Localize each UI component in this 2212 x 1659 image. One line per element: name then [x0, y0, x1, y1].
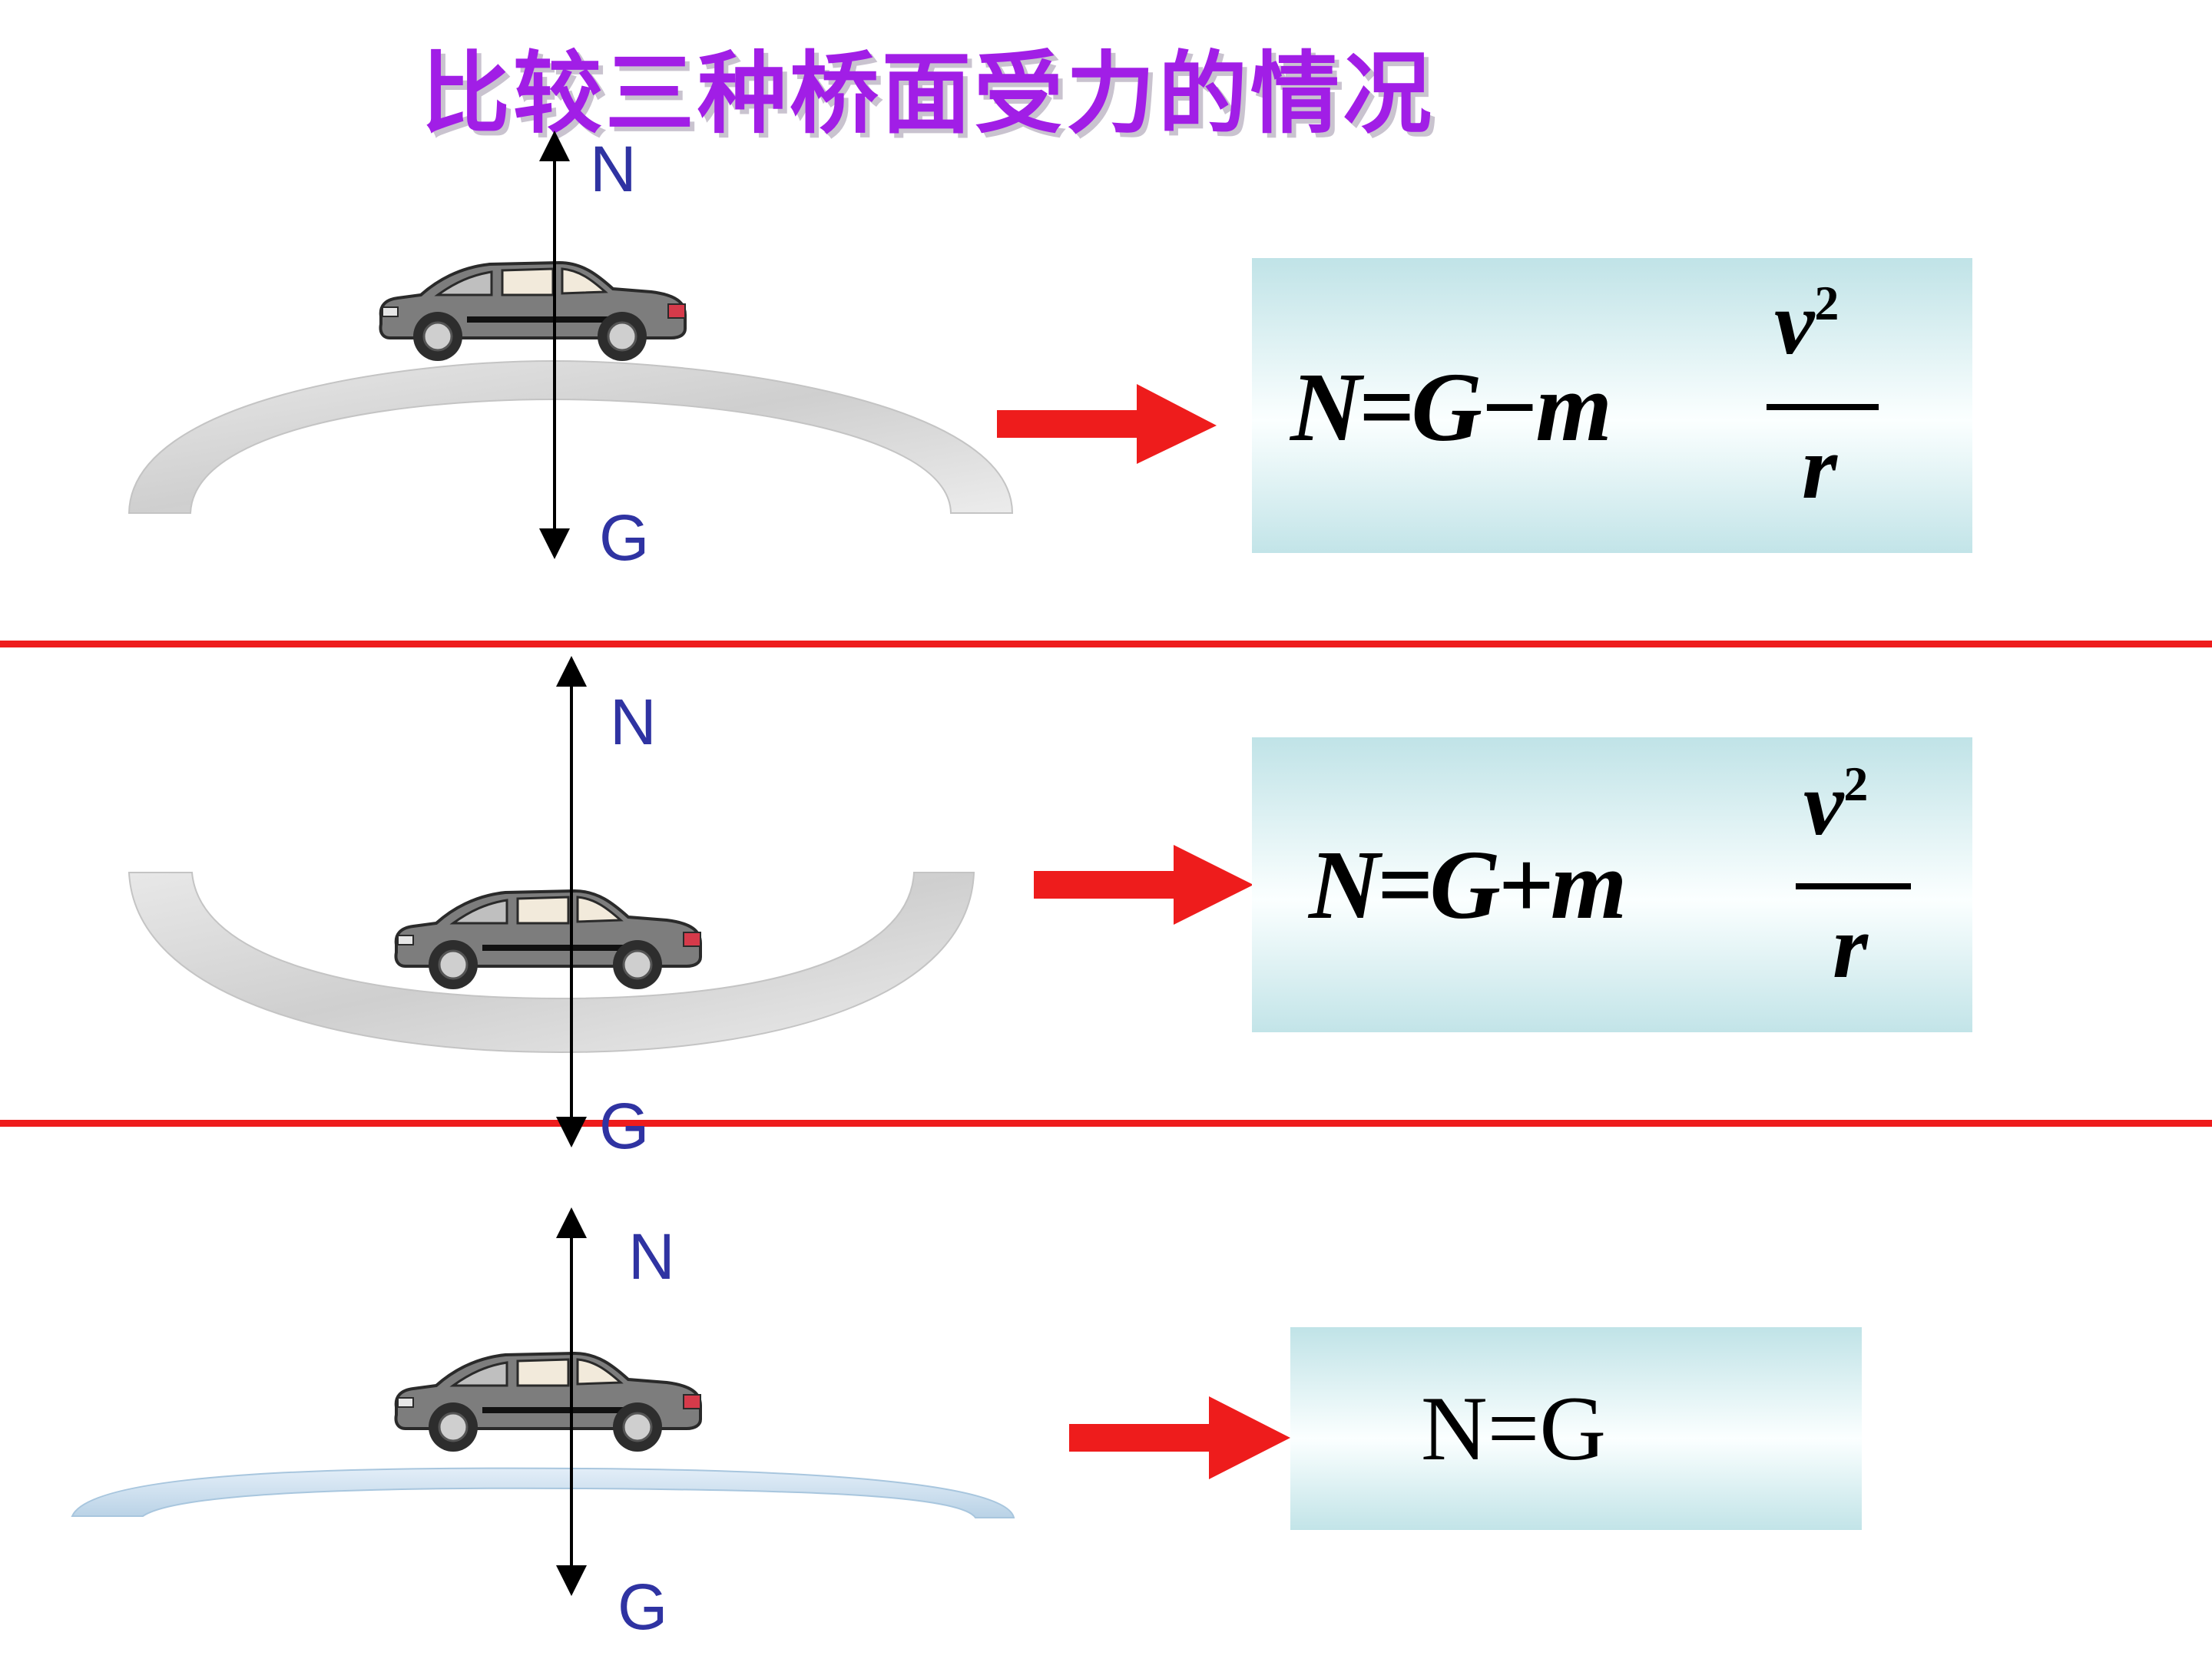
convex-bridge: [127, 359, 1014, 514]
red-right-arrow-icon: [1034, 845, 1253, 925]
formula-numerator: v2: [1774, 273, 1839, 373]
formula-exponent: 2: [1814, 276, 1839, 330]
normal-force-label: N: [590, 133, 637, 205]
normal-force-label: N: [628, 1220, 675, 1293]
slide-title: 比较三种桥面受力的情况: [421, 41, 1435, 146]
formula-box-flat: N=G: [1290, 1327, 1862, 1530]
fraction-bar: [1767, 404, 1879, 410]
fraction-bar: [1796, 883, 1911, 889]
red-right-arrow-icon: [997, 384, 1217, 464]
gravity-label: G: [618, 1571, 668, 1643]
formula-box-concave: N=G+m v2 r: [1252, 737, 1972, 1032]
flat-bridge: [71, 1467, 1015, 1518]
red-right-arrow-icon: [1069, 1396, 1290, 1479]
car-icon: [381, 263, 686, 361]
formula-numerator: v2: [1803, 753, 1869, 854]
formula-denominator: r: [1833, 896, 1868, 997]
separator-line-2: [0, 1120, 2212, 1127]
gravity-label: G: [599, 502, 650, 574]
car-icon: [396, 891, 701, 989]
formula-denominator: r: [1802, 417, 1837, 518]
formula-box-convex: N=G−m v2 r: [1252, 258, 1972, 553]
formula-left-side: N=G−m: [1290, 353, 1612, 462]
formula-left-side: N=G+m: [1309, 830, 1627, 939]
gravity-label: G: [599, 1090, 650, 1162]
separator-line-1: [0, 641, 2212, 647]
formula-text: N=G: [1421, 1377, 1606, 1479]
normal-force-label: N: [610, 686, 657, 758]
formula-exponent: 2: [1843, 757, 1869, 811]
concave-bridge: [127, 872, 975, 1054]
car-icon: [396, 1353, 701, 1452]
